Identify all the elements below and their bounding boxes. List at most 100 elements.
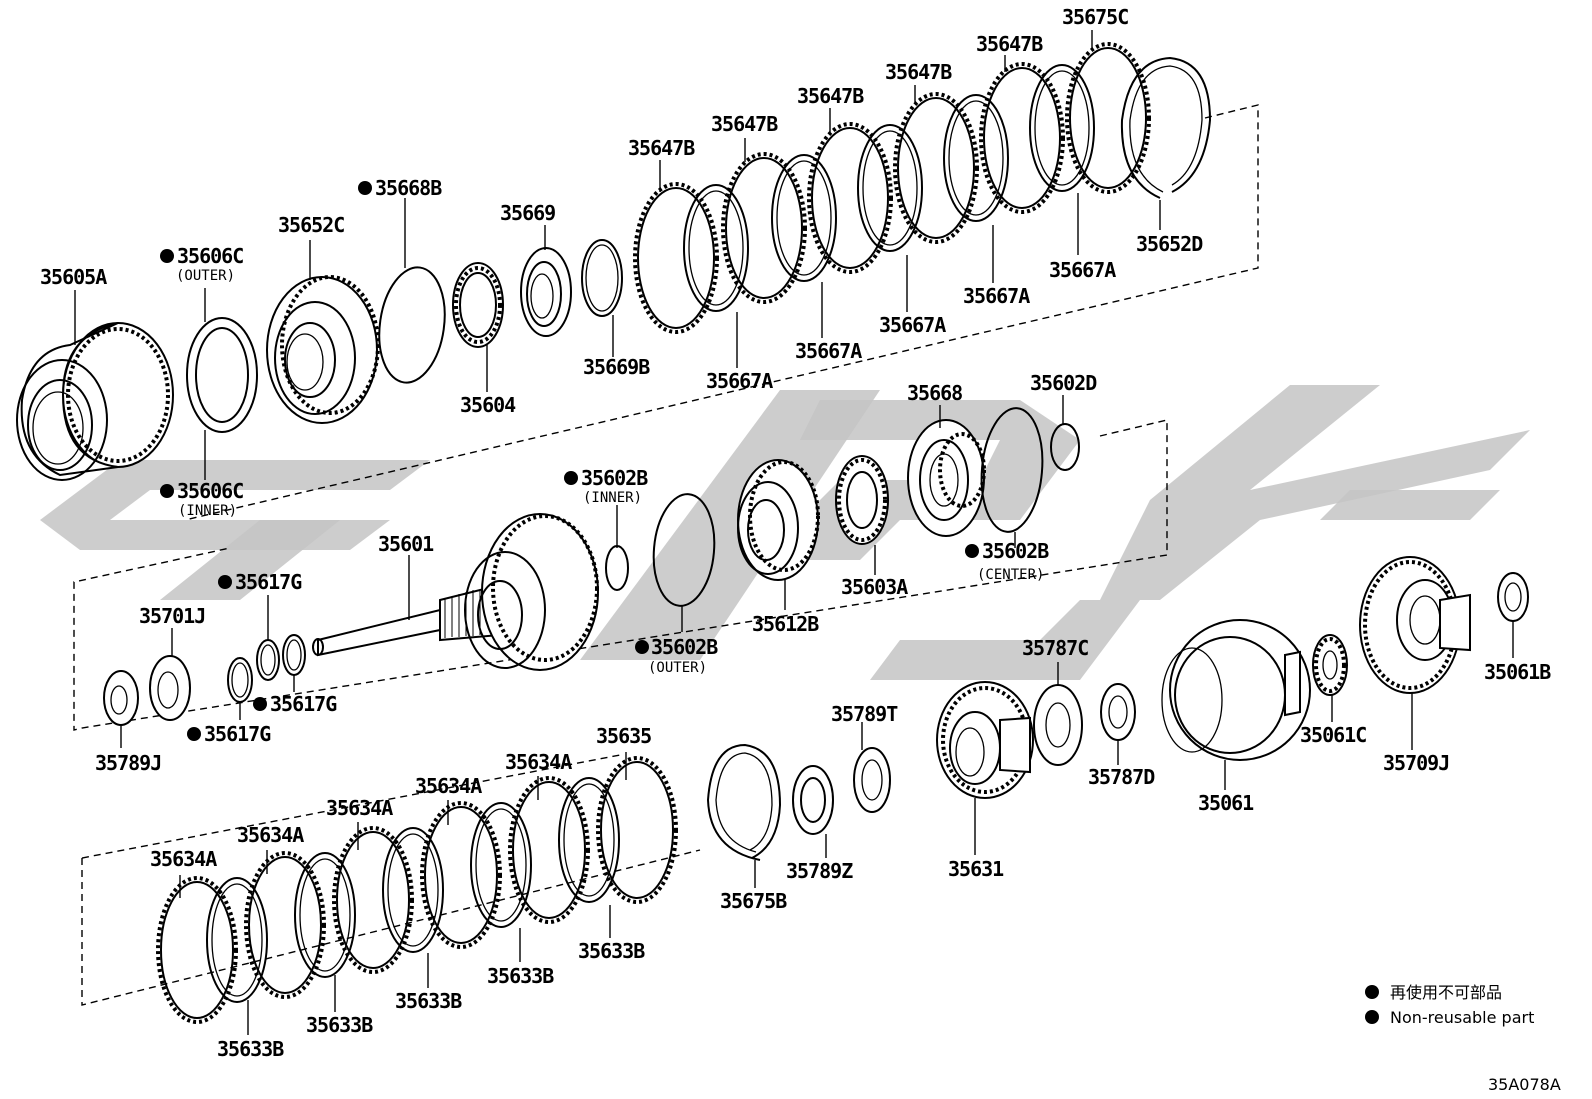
part-35604[interactable] bbox=[452, 262, 504, 348]
label-35669B: 35669B bbox=[583, 355, 650, 379]
part-35602D[interactable] bbox=[1050, 423, 1080, 471]
note-35602B-inner: (INNER) bbox=[583, 490, 642, 506]
part-35701J[interactable] bbox=[149, 655, 191, 721]
label-35602B-center: 35602B bbox=[982, 539, 1049, 563]
label-35647B-4: 35647B bbox=[885, 60, 952, 84]
label-35633B-1: 35633B bbox=[217, 1037, 284, 1061]
non-reusable-markers bbox=[160, 181, 979, 741]
part-35789Z[interactable] bbox=[792, 765, 834, 835]
legend-bullet-jp bbox=[1365, 985, 1379, 999]
note-35602B-outer: (OUTER) bbox=[648, 660, 707, 676]
label-35668B: 35668B bbox=[375, 176, 442, 200]
label-35701J: 35701J bbox=[139, 604, 205, 628]
part-35631[interactable] bbox=[936, 681, 1034, 799]
note-35606C-outer: (OUTER) bbox=[176, 268, 235, 284]
label-35675B: 35675B bbox=[720, 889, 787, 913]
label-35789J: 35789J bbox=[95, 751, 161, 775]
part-35612B[interactable] bbox=[737, 459, 820, 581]
label-35667A-1: 35667A bbox=[706, 369, 773, 393]
label-35647B-2: 35647B bbox=[711, 112, 778, 136]
label-35603A: 35603A bbox=[841, 575, 908, 599]
part-35668B[interactable] bbox=[372, 263, 452, 387]
label-35667A-5: 35667A bbox=[1049, 258, 1116, 282]
legend-en: Non-reusable part bbox=[1390, 1008, 1534, 1027]
part-35789J[interactable] bbox=[103, 670, 139, 726]
part-35061[interactable] bbox=[1161, 619, 1311, 761]
label-35634A-1: 35634A bbox=[150, 847, 217, 871]
label-35789T: 35789T bbox=[831, 702, 898, 726]
part-35787C[interactable] bbox=[1033, 684, 1083, 766]
label-35669: 35669 bbox=[500, 201, 555, 225]
label-35605A: 35605A bbox=[40, 265, 107, 289]
assembly-outlines bbox=[73, 104, 1259, 1006]
part-35709J[interactable] bbox=[1359, 556, 1471, 694]
part-35601[interactable] bbox=[312, 513, 599, 671]
label-35634A-4: 35634A bbox=[415, 774, 482, 798]
part-35061C[interactable] bbox=[1312, 634, 1348, 696]
part-35669[interactable] bbox=[520, 247, 572, 337]
label-35709J: 35709J bbox=[1383, 751, 1449, 775]
diagram-code: 35A078A bbox=[1488, 1075, 1561, 1094]
label-35617G-2: 35617G bbox=[270, 692, 337, 716]
legend-bullet-en bbox=[1365, 1010, 1379, 1024]
part-labels: 35605A 35606C (OUTER) 35606C (INNER) 356… bbox=[40, 5, 1552, 1061]
legend: 再使用不可部品 Non-reusable part bbox=[1365, 983, 1534, 1027]
label-35633B-2: 35633B bbox=[306, 1013, 373, 1037]
part-35668[interactable] bbox=[907, 419, 986, 537]
label-35667A-3: 35667A bbox=[879, 313, 946, 337]
part-35787D[interactable] bbox=[1100, 683, 1136, 741]
part-35602B-center[interactable] bbox=[977, 406, 1048, 535]
part-35606C-outer[interactable] bbox=[186, 317, 258, 433]
label-35612B: 35612B bbox=[752, 612, 819, 636]
label-35604: 35604 bbox=[460, 393, 516, 417]
label-35633B-4: 35633B bbox=[487, 964, 554, 988]
label-35617G-1: 35617G bbox=[235, 570, 302, 594]
legend-jp: 再使用不可部品 bbox=[1390, 983, 1502, 1002]
label-35061: 35061 bbox=[1198, 791, 1254, 815]
label-35617G-3: 35617G bbox=[204, 722, 271, 746]
label-35787D: 35787D bbox=[1088, 765, 1155, 789]
clutch-pack-upper[interactable] bbox=[633, 42, 1151, 334]
label-35634A-3: 35634A bbox=[326, 796, 393, 820]
part-35675B[interactable] bbox=[706, 743, 782, 861]
label-35061C: 35061C bbox=[1300, 723, 1366, 747]
label-35602D: 35602D bbox=[1030, 371, 1097, 395]
part-35789T[interactable] bbox=[853, 747, 891, 813]
label-35647B-3: 35647B bbox=[797, 84, 864, 108]
label-35652C: 35652C bbox=[278, 213, 344, 237]
label-35789Z: 35789Z bbox=[786, 859, 853, 883]
part-35602B-outer[interactable] bbox=[649, 492, 719, 609]
leader-lines bbox=[74, 30, 1514, 1035]
label-35633B-3: 35633B bbox=[395, 989, 462, 1013]
part-35669B[interactable] bbox=[581, 239, 623, 317]
label-35647B-5: 35647B bbox=[976, 32, 1043, 56]
label-35634A-2: 35634A bbox=[237, 823, 304, 847]
part-35652D[interactable] bbox=[1120, 56, 1212, 199]
label-35633B-5: 35633B bbox=[578, 939, 645, 963]
label-35635: 35635 bbox=[596, 724, 651, 748]
label-35634A-5: 35634A bbox=[505, 750, 572, 774]
label-35787C: 35787C bbox=[1022, 636, 1088, 660]
part-35061B[interactable] bbox=[1497, 572, 1529, 622]
part-35603A[interactable] bbox=[835, 455, 889, 545]
note-35606C-inner: (INNER) bbox=[178, 503, 237, 519]
label-35675C: 35675C bbox=[1062, 5, 1128, 29]
label-35652D: 35652D bbox=[1136, 232, 1203, 256]
label-35647B-1: 35647B bbox=[628, 136, 695, 160]
label-35602B-outer: 35602B bbox=[651, 635, 718, 659]
part-35605A[interactable] bbox=[16, 322, 174, 481]
part-35602B-inner[interactable] bbox=[605, 545, 629, 591]
note-35602B-center: (CENTER) bbox=[977, 567, 1044, 583]
label-35602B-inner: 35602B bbox=[581, 466, 648, 490]
label-35601: 35601 bbox=[378, 532, 434, 556]
label-35606C-inner: 35606C bbox=[177, 479, 243, 503]
label-35667A-2: 35667A bbox=[795, 339, 862, 363]
label-35668: 35668 bbox=[907, 381, 962, 405]
clutch-pack-lower[interactable] bbox=[156, 756, 678, 1024]
label-35606C-outer: 35606C bbox=[177, 244, 243, 268]
label-35631: 35631 bbox=[948, 857, 1004, 881]
label-35667A-4: 35667A bbox=[963, 284, 1030, 308]
label-35061B: 35061B bbox=[1484, 660, 1551, 684]
part-35652C[interactable] bbox=[266, 275, 380, 424]
